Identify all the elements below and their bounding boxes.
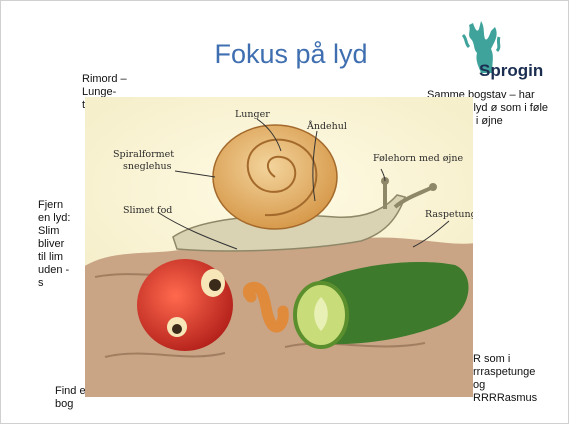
label-raspetunge: Raspetunge	[425, 209, 473, 220]
label-aandehul: Åndehul	[306, 120, 347, 132]
snail-illustration: Lunger Åndehul Spiralformet sneglehus Fø…	[85, 97, 473, 397]
slide-title: Fokus på lyd	[191, 39, 391, 70]
label-slimet-fod: Slimet fod	[123, 205, 172, 216]
note-r-som: R som i rrraspetunge og RRRRasmus	[473, 353, 545, 405]
label-folehorn: Følehorn med øjne	[373, 153, 463, 164]
label-spiral-line2: sneglehus	[123, 161, 172, 172]
label-spiral-line1: Spiralformet	[113, 149, 174, 160]
label-lunger: Lunger	[235, 109, 270, 120]
note-fjern-lyd: Fjern en lyd: Slim bliver til lim uden -…	[38, 199, 74, 290]
logo-text: Sprogin	[479, 61, 543, 81]
